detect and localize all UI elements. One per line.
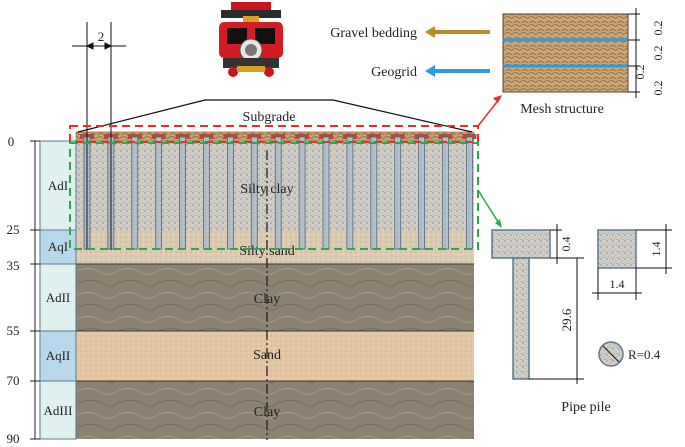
mesh-callout-box (69, 125, 479, 143)
depth-tick-0: 0 (8, 134, 15, 149)
stratum-sand (76, 331, 474, 381)
geogrid-callout: Geogrid (371, 65, 490, 80)
pile-shaft (322, 136, 330, 250)
depth-tick-90: 90 (7, 431, 20, 446)
pile-cap (175, 134, 190, 139)
pile-cap (319, 134, 333, 139)
subgrade-label: Subgrade (243, 110, 296, 125)
stratum-clay-upper (76, 264, 474, 331)
pile-callout-box (69, 142, 479, 250)
pile-shaft (442, 136, 449, 250)
pile-shaft (346, 136, 354, 250)
depth-tick-35: 35 (7, 258, 20, 273)
pile-cap (366, 134, 381, 139)
subgrade: Subgrade (77, 99, 473, 133)
unit-label-aqi: AqI (48, 239, 68, 254)
pile-cap (223, 134, 238, 139)
material-label-silty-clay: Silty clay (240, 182, 293, 197)
mesh-structure-label: Mesh structure (520, 102, 604, 117)
pile-cap (438, 134, 453, 139)
pile-cap (127, 134, 142, 139)
pile-head-width: 1.4 (610, 277, 625, 291)
pile-cap (414, 134, 429, 139)
gravel-bedding-label: Gravel bedding (330, 26, 417, 41)
pile-cap (390, 134, 405, 139)
mesh-dim-2: 0.2 (651, 46, 665, 61)
pile-cap (151, 134, 166, 139)
pile-shaft (370, 136, 378, 250)
pile-cap (271, 134, 286, 139)
unit-label-adiii: AdIII (44, 403, 73, 418)
depth-axis: 0 25 35 55 70 90 (7, 134, 40, 446)
pile-shaft-length: 29.6 (559, 308, 574, 331)
pile-cap (247, 134, 262, 139)
pile-shaft (298, 136, 306, 250)
pile-shaft (131, 136, 139, 250)
unit-label-adi: AdI (48, 178, 68, 193)
unit-label-aqii: AqII (46, 348, 71, 363)
depth-tick-25: 25 (7, 222, 20, 237)
pile-spacing-dimension (72, 22, 126, 250)
mesh-dim-4: 0.2 (651, 81, 665, 96)
stratum-clay-lower (76, 381, 474, 439)
depth-tick-55: 55 (7, 323, 20, 338)
material-label-silty-sand: Silty sand (239, 244, 295, 259)
pile-shaft (203, 136, 210, 250)
pipe-pile-label: Pipe pile (561, 400, 610, 415)
pile-shaft (226, 136, 234, 250)
train-icon (219, 2, 283, 77)
pile-cap (462, 134, 477, 139)
pile-cap (342, 134, 357, 139)
pile-shaft (250, 136, 258, 250)
material-label-clay-lower: Clay (254, 405, 280, 420)
pile-shaft (394, 136, 402, 250)
pile-radius-label: R=0.4 (628, 347, 661, 362)
pile-head-height: 0.4 (559, 237, 573, 252)
pile-cap (295, 134, 310, 139)
pile-shaft (465, 136, 473, 250)
mesh-structure: 0.2 0.2 0.2 0.2 Mesh structure (502, 8, 665, 117)
gravel-bedding-callout: Gravel bedding (330, 26, 490, 41)
pile-head-height-side: 1.4 (649, 242, 663, 257)
material-label-clay-upper: Clay (254, 292, 280, 307)
mesh-dim-3: 0.2 (633, 65, 647, 80)
mesh-dim-1: 0.2 (651, 21, 665, 36)
pile-shaft (418, 136, 426, 250)
unit-label-adii: AdII (46, 290, 71, 305)
pile-shaft (179, 136, 187, 250)
pipe-pile-detail: 0.4 29.6 1.4 1.4 R=0.4 Pipe pile (491, 224, 672, 415)
pile-shaft (155, 136, 163, 250)
geogrid-label: Geogrid (371, 65, 417, 80)
pile-shaft (274, 136, 282, 250)
unit-column: AdI AqI AdII AqII AdIII (39, 140, 77, 440)
depth-tick-70: 70 (7, 373, 20, 388)
pile-spacing-label: 2 (98, 29, 105, 44)
pile-cap (199, 134, 214, 139)
material-label-sand: Sand (253, 348, 281, 363)
